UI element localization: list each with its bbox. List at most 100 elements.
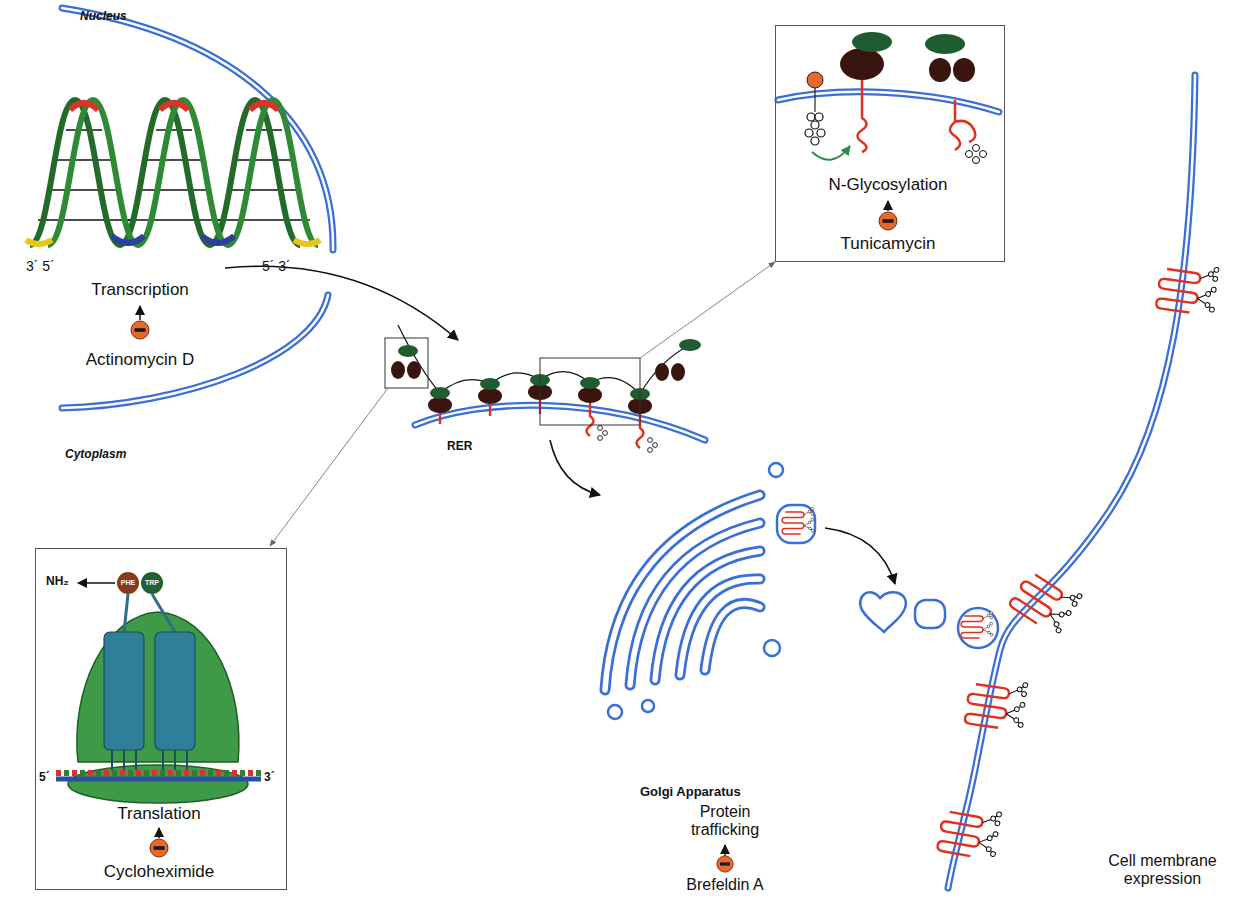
glycosylation-illustration [811,121,819,129]
glycosylation-illustration [805,113,825,145]
ribosome-illustration [155,632,195,750]
glycan [648,448,653,453]
ribosome [578,387,602,403]
golgi-apparatus [605,495,760,690]
glycosylation-illustration [929,58,951,82]
glycosylation-illustration [840,48,884,80]
inhibitor-symbol [724,845,726,856]
base-pair [246,129,282,130]
inset-box: NH₂5´3´TranslationCycloheximidePHETRP [35,548,287,890]
rough-er [415,405,705,440]
glycan [598,426,658,453]
golgi-apparatus [630,523,760,685]
dna-segment [112,236,144,243]
compartment-label: Cytoplasm [65,448,126,462]
transport-vesicle [777,505,815,543]
amino-acid-label: PHE [121,579,135,587]
cell-membrane [937,803,1003,861]
ribosome [428,397,452,413]
base-pair [236,159,292,160]
glycosylation-illustration [811,137,819,145]
base-pair [218,219,310,220]
process-arrow [550,440,600,495]
glycosylation-illustration [858,80,867,152]
process-label: Cell membrane expression [1100,852,1225,889]
inhibitor-symbol [131,306,149,339]
cell-membrane [948,75,1195,888]
glycosylation-illustration [953,58,975,82]
ribosome [679,339,701,351]
glycosylation-illustration [814,88,815,112]
process-label: Translation [35,804,283,824]
glycan [648,438,653,443]
ribosome [430,387,450,399]
compartment-label: Nucleus [80,10,127,24]
glycan [653,443,658,448]
inhibitor-symbol [717,845,733,872]
ribosome-illustration [112,750,187,770]
base-pair [137,189,211,190]
inhibitor-symbol [150,839,168,857]
ribosome [391,339,701,414]
inhibitor-symbol [150,828,168,857]
ribosome [671,363,685,381]
inhibitor-symbol [717,856,733,872]
inhibitor-symbol [879,212,897,230]
ribosome-illustration [124,594,128,632]
ribosome-illustration [186,750,188,770]
ribosome-illustration [56,777,261,782]
transport-vesicle [860,592,945,632]
inhibitor-symbol [139,306,141,320]
ribosome-illustration [174,750,176,770]
glycosylation-illustration [980,151,987,158]
ribosome-illustration [152,594,175,632]
glycosylation-illustration [973,145,980,152]
zoom-frame [540,358,640,425]
golgi-apparatus [764,640,780,656]
glycan [598,436,603,441]
process-arrow [825,528,895,584]
cell-membrane [1008,564,1083,636]
golgi-apparatus [605,495,760,690]
terminus-label: NH₂ [46,575,69,589]
ribosome-illustration [56,770,261,776]
inhibitor-label: Cycloheximide [35,862,283,882]
ribosome [580,377,600,389]
ribosome [478,388,502,404]
ribosome-illustration [56,583,261,803]
golgi-apparatus [605,463,783,719]
golgi-apparatus [642,700,654,712]
inset-box: N-GlycosylationTunicamycin [775,25,1005,262]
strand-end-label: 5´ 3´ [262,258,291,274]
process-label: Protein trafficking [670,803,780,840]
ribosome-illustration [162,750,164,770]
golgi-apparatus [705,603,760,670]
golgi-apparatus [769,463,783,477]
transport-vesicle [860,592,906,632]
inhibitor-symbol [158,828,160,838]
glycosylation-illustration [805,129,813,137]
base-pair [38,219,130,220]
cell-membrane [1156,260,1221,316]
cell-membrane [961,611,993,638]
golgi-apparatus [680,579,760,675]
golgi-apparatus [655,551,760,680]
ribosome [407,361,421,379]
glycosylation-illustration [852,32,892,52]
nascent-chain [489,402,491,416]
glycan [598,426,603,431]
inhibitor-symbol [887,201,889,211]
base-pair [146,159,202,160]
golgi-apparatus [608,705,622,719]
ribosome-illustration [77,612,239,762]
glycosylation-illustration [966,151,973,158]
organelle-label: RER [447,440,472,454]
glycosylation-illustration [966,145,987,164]
zoom-leader [640,262,775,358]
dna-segment [202,236,234,243]
golgi-apparatus [630,523,760,685]
mrna-strand [398,325,690,394]
glycosylation-illustration [973,157,980,164]
